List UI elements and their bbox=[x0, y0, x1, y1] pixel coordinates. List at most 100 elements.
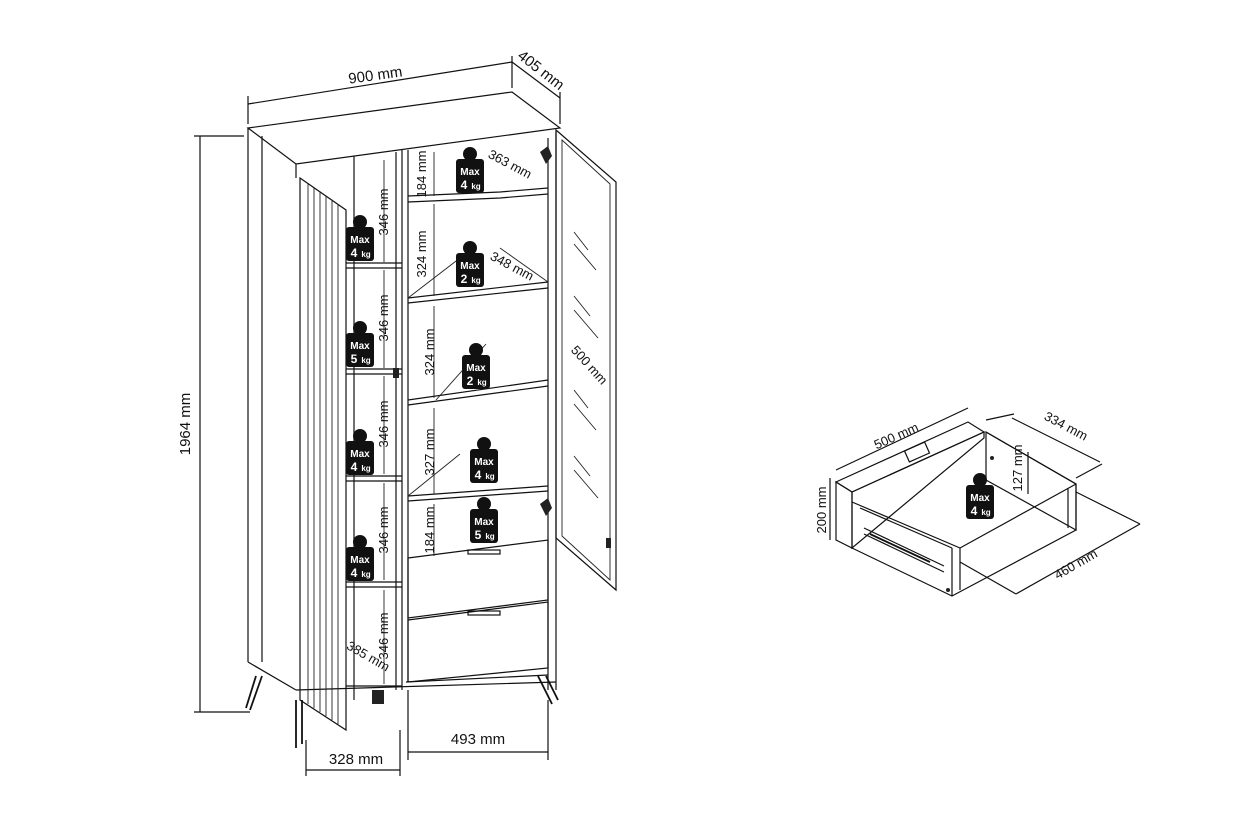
glass-door-label: 500 mm bbox=[568, 343, 611, 388]
svg-text:4: 4 bbox=[461, 178, 468, 192]
svg-text:Max: Max bbox=[350, 555, 370, 566]
svg-text:kg: kg bbox=[477, 378, 486, 387]
screw-icon bbox=[946, 588, 950, 592]
cabinet-top bbox=[246, 91, 562, 165]
right-load-badges: Max 4 kg Max 2 kg Max 2 kg Max 4 kg bbox=[456, 147, 498, 543]
svg-text:kg: kg bbox=[471, 276, 480, 285]
weight-icon bbox=[477, 437, 491, 451]
svg-text:Max: Max bbox=[460, 167, 480, 178]
svg-text:4: 4 bbox=[351, 460, 358, 474]
svg-text:kg: kg bbox=[361, 464, 370, 473]
drawer-front-side bbox=[835, 480, 853, 549]
svg-text:2: 2 bbox=[461, 272, 468, 286]
leg bbox=[249, 675, 263, 711]
svg-text:kg: kg bbox=[361, 250, 370, 259]
drawer-inner-height-label: 127 mm bbox=[1010, 445, 1025, 492]
right-height-3: 324 mm bbox=[422, 329, 437, 376]
leg bbox=[537, 675, 553, 705]
svg-text:Max: Max bbox=[474, 517, 494, 528]
width-label: 900 mm bbox=[347, 63, 403, 87]
hinge-icon bbox=[540, 498, 552, 516]
drawer-depth-label: 460 mm bbox=[1052, 546, 1100, 582]
load-badge: Max 4 kg bbox=[346, 215, 374, 261]
right-height-1: 184 mm bbox=[414, 151, 429, 198]
drawer-height-label: 200 mm bbox=[814, 487, 829, 534]
left-load-badges: Max 4 kg Max 5 kg Max 4 kg Max 4 kg bbox=[346, 215, 374, 581]
load-badge: Max 4 kg bbox=[456, 147, 484, 193]
drawer-inner-width-label: 334 mm bbox=[1042, 408, 1091, 443]
svg-text:Max: Max bbox=[474, 457, 494, 468]
svg-text:Max: Max bbox=[350, 341, 370, 352]
weight-icon bbox=[353, 215, 367, 229]
shelf-depth-label: 348 mm bbox=[488, 248, 537, 283]
load-badge: Max 2 kg bbox=[462, 343, 490, 389]
left-height-3: 346 mm bbox=[376, 401, 391, 448]
load-badge: Max 4 kg bbox=[966, 473, 994, 519]
load-badge: Max 4 kg bbox=[470, 437, 498, 483]
svg-text:4: 4 bbox=[351, 566, 358, 580]
svg-text:Max: Max bbox=[466, 363, 486, 374]
svg-text:Max: Max bbox=[460, 261, 480, 272]
svg-text:kg: kg bbox=[981, 508, 990, 517]
hinge-icon bbox=[540, 146, 552, 164]
svg-text:2: 2 bbox=[467, 374, 474, 388]
door-width-label: 328 mm bbox=[329, 751, 383, 768]
drawer-handle-icon bbox=[903, 441, 931, 463]
load-badge: Max 5 kg bbox=[346, 321, 374, 367]
right-height-5: 184 mm bbox=[422, 507, 437, 554]
left-height-dims: 346 mm 346 mm 346 mm 346 mm 346 mm bbox=[376, 160, 391, 684]
svg-text:kg: kg bbox=[361, 356, 370, 365]
svg-text:4: 4 bbox=[351, 246, 358, 260]
inner-width-label: 493 mm bbox=[451, 731, 505, 748]
door-flutes bbox=[307, 184, 339, 724]
svg-text:kg: kg bbox=[361, 570, 370, 579]
door-knob-icon bbox=[606, 538, 611, 548]
glass-reflection bbox=[573, 231, 599, 499]
weight-icon bbox=[353, 321, 367, 335]
height-label: 1964 mm bbox=[177, 393, 194, 456]
weight-icon bbox=[353, 535, 367, 549]
lower-drawer bbox=[407, 601, 549, 683]
depth-label: 405 mm bbox=[514, 47, 567, 94]
glass-door bbox=[555, 128, 617, 592]
svg-text:kg: kg bbox=[485, 532, 494, 541]
right-height-dims: 184 mm 324 mm 324 mm 327 mm 184 mm bbox=[414, 151, 437, 556]
weight-icon bbox=[973, 473, 987, 487]
svg-text:Max: Max bbox=[350, 449, 370, 460]
shelf-depth-label: 363 mm bbox=[486, 146, 535, 181]
svg-text:5: 5 bbox=[475, 528, 482, 542]
svg-text:5: 5 bbox=[351, 352, 358, 366]
load-badge: Max 5 kg bbox=[470, 497, 498, 543]
drawer-handle-icon bbox=[467, 549, 501, 555]
fluted-door bbox=[299, 176, 347, 732]
load-badge: Max 2 kg bbox=[456, 241, 484, 287]
upper-drawer bbox=[407, 539, 549, 619]
right-height-4: 327 mm bbox=[422, 429, 437, 476]
weight-icon bbox=[477, 497, 491, 511]
load-badge: Max 4 kg bbox=[346, 429, 374, 475]
svg-text:Max: Max bbox=[350, 235, 370, 246]
weight-icon bbox=[463, 241, 477, 255]
weight-icon bbox=[469, 343, 483, 357]
left-height-4: 346 mm bbox=[376, 507, 391, 554]
drawer-handle-icon bbox=[467, 610, 501, 616]
svg-text:4: 4 bbox=[971, 504, 978, 518]
drawer-drawing bbox=[834, 421, 1077, 597]
svg-text:kg: kg bbox=[471, 182, 480, 191]
load-badge: Max 4 kg bbox=[346, 535, 374, 581]
cabinet-drawing bbox=[245, 91, 617, 748]
left-height-1: 346 mm bbox=[376, 189, 391, 236]
svg-text:4: 4 bbox=[475, 468, 482, 482]
svg-text:Max: Max bbox=[970, 493, 990, 504]
left-height-2: 346 mm bbox=[376, 295, 391, 342]
left-height-5: 346 mm bbox=[376, 613, 391, 660]
right-height-2: 324 mm bbox=[414, 231, 429, 278]
svg-text:kg: kg bbox=[485, 472, 494, 481]
drawer-back-panel bbox=[985, 430, 1077, 532]
shelf-pin-icon bbox=[393, 368, 399, 378]
weight-icon bbox=[463, 147, 477, 161]
drawer-load-badge: Max 4 kg bbox=[966, 473, 994, 519]
leg bbox=[372, 690, 384, 704]
